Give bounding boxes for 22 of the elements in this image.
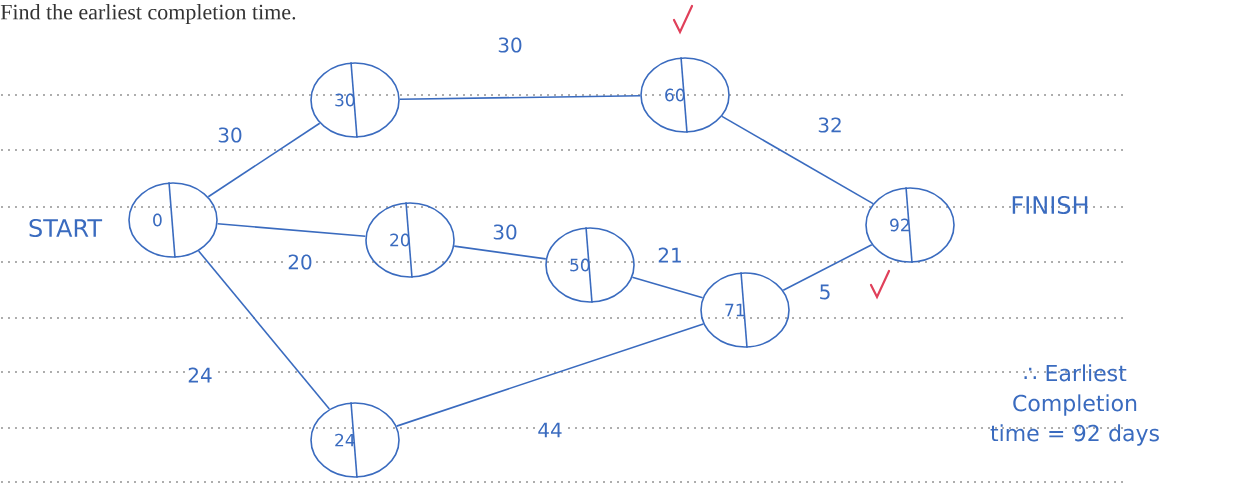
connector-line [631,276,704,299]
title: Find the earliest completion time. [0,4,296,24]
connector-line [721,115,874,205]
node-label: FINISH [1012,195,1088,215]
edge-label: 32 [818,117,841,133]
connector-line [207,122,321,198]
edge-label: 20 [288,254,312,270]
edge-label: 44 [538,422,562,438]
edge-label: 30 [493,224,517,240]
edge-label: 30 [498,37,522,53]
edge-label: 24 [188,367,212,383]
connector-line [782,243,873,292]
connector-line [197,250,331,410]
edge-label: 30 [218,127,242,143]
node-label: START [29,218,103,238]
note: ∴ Earliest Completion time = 92 days [990,364,1159,446]
connector-line [395,323,705,427]
edge-label: 5 [820,284,830,300]
connector-line [216,222,367,238]
connector-line [399,94,641,101]
edge-label: 21 [658,247,681,263]
connector-line [453,245,547,260]
